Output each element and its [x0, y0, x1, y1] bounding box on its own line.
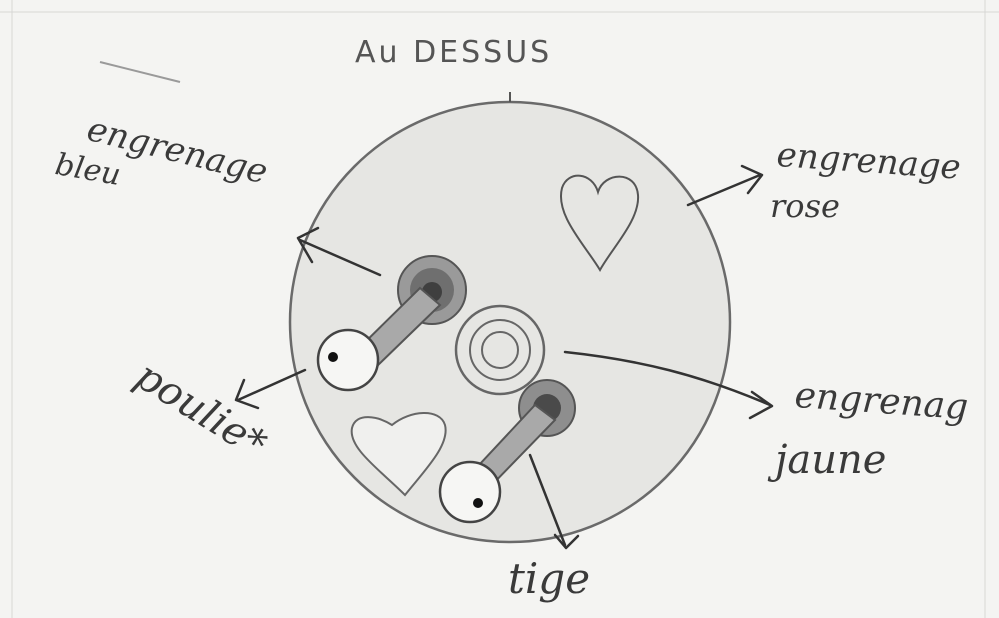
- label-pink-gear-line2: rose: [770, 190, 840, 222]
- label-yellow-gear-line2: jaune: [775, 440, 886, 480]
- pulley-bottom: [440, 462, 500, 522]
- diagram-title: Au DESSUS: [355, 38, 552, 68]
- pulley-left: [318, 330, 378, 390]
- arrow-pulley: [238, 370, 305, 400]
- top-scribble: [100, 62, 180, 82]
- label-rod: tige: [508, 558, 590, 600]
